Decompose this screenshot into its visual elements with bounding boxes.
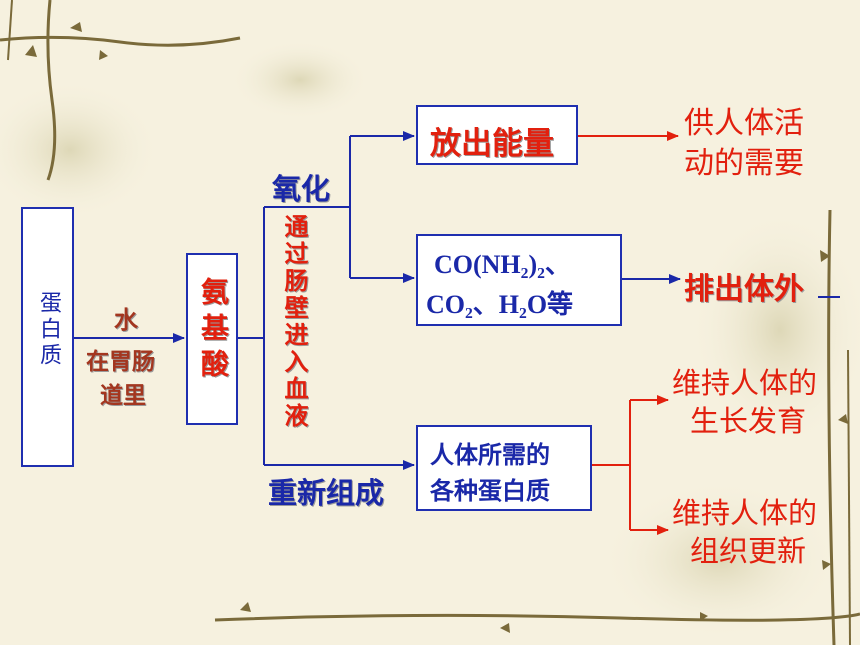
absorb-label: 通过肠壁进入血液 xyxy=(280,214,308,430)
protein-node: 蛋白质 xyxy=(21,207,74,467)
oxidize-label: 氧化 xyxy=(272,172,331,206)
recombine-label: 重新组成 xyxy=(268,476,385,510)
growth-line1: 维持人体的 xyxy=(672,366,818,400)
energy-use-line1: 供人体活 xyxy=(684,106,804,141)
tissue-line1: 维持人体的 xyxy=(672,496,818,530)
waste-label-line2: CO₂、H₂O等 xyxy=(426,290,574,319)
stomach-label-line2: 道里 xyxy=(100,383,146,409)
release-energy-label: 放出能量 xyxy=(430,126,554,162)
release-energy-node: 放出能量 xyxy=(416,105,578,165)
water-label: 水 xyxy=(114,306,138,334)
new-protein-line1: 人体所需的 xyxy=(430,441,550,469)
growth-line2: 生长发育 xyxy=(690,404,807,438)
protein-label: 蛋白质 xyxy=(36,291,61,369)
amino-acid-node: 氨基酸 xyxy=(186,253,238,425)
waste-label-line1: CO(NH₂)₂、 xyxy=(434,250,571,279)
amino-acid-label: 氨基酸 xyxy=(197,277,230,385)
stomach-label-line1: 在胃肠 xyxy=(86,349,155,375)
tissue-line2: 组织更新 xyxy=(690,534,807,568)
waste-node: CO(NH₂)₂、 CO₂、H₂O等 xyxy=(416,234,622,326)
new-protein-node: 人体所需的 各种蛋白质 xyxy=(416,425,592,511)
excrete-underline xyxy=(818,296,840,298)
energy-use-line2: 动的需要 xyxy=(684,146,804,181)
excrete-label: 排出体外 xyxy=(684,272,804,307)
new-protein-line2: 各种蛋白质 xyxy=(430,477,550,505)
